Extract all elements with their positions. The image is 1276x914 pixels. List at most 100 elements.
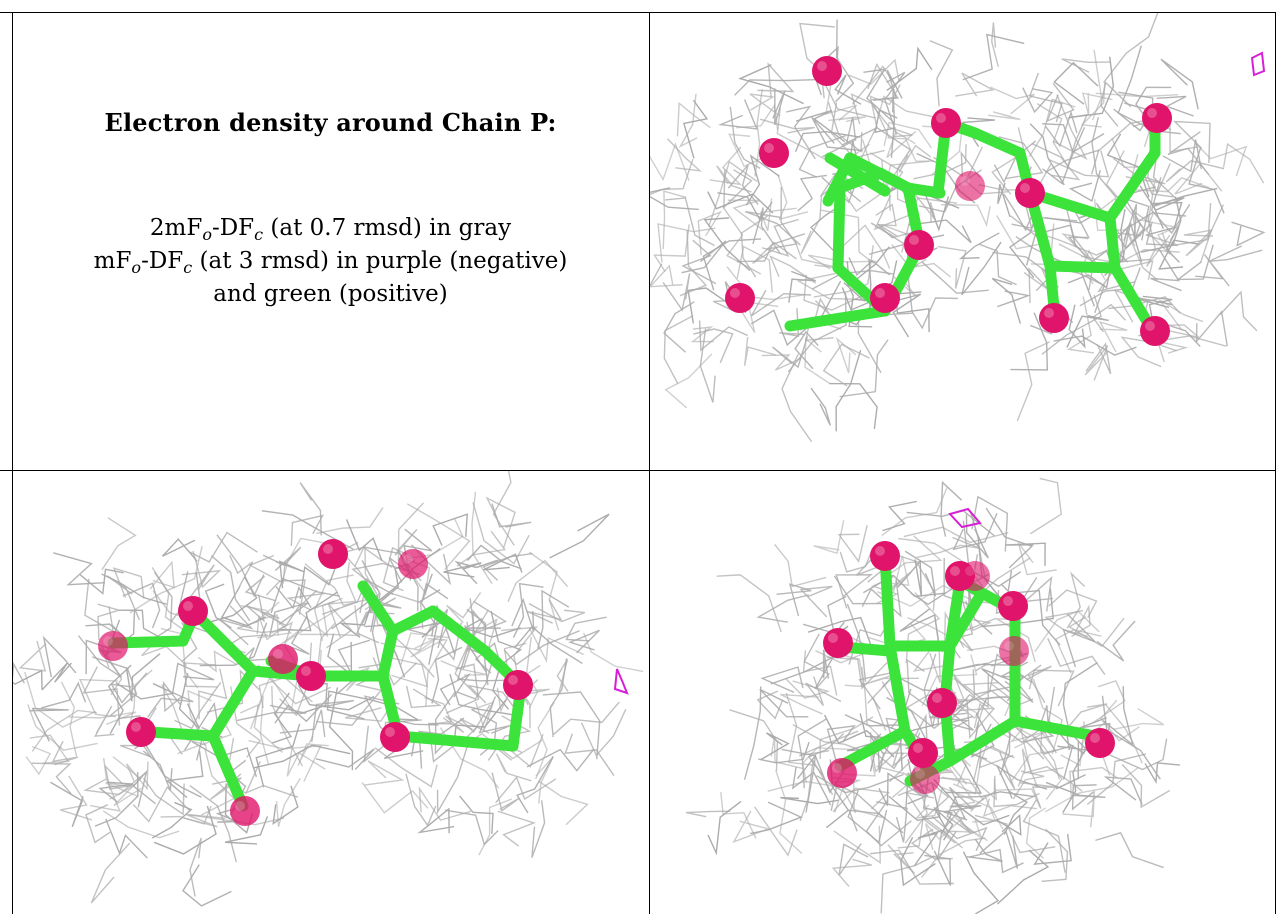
mesh-segment bbox=[219, 605, 254, 646]
oxygen-atom bbox=[230, 796, 260, 826]
oxygen-atom bbox=[870, 283, 900, 313]
caption-cell: Electron density around Chain P: 2mFo-DF… bbox=[12, 12, 649, 470]
mesh-segment bbox=[884, 71, 906, 135]
mesh-segment bbox=[962, 851, 1000, 914]
mesh-segment bbox=[835, 224, 891, 269]
mesh-segment bbox=[766, 186, 798, 250]
mesh-segment bbox=[693, 328, 734, 364]
atom-highlight bbox=[385, 727, 395, 737]
oxygen-atoms bbox=[823, 541, 1115, 794]
bond-sticks bbox=[784, 107, 1161, 341]
mesh-segment bbox=[1069, 766, 1119, 800]
mesh-segment bbox=[681, 240, 727, 274]
mesh-segment bbox=[249, 695, 270, 765]
mesh-segment bbox=[798, 135, 846, 178]
mesh-segment bbox=[279, 709, 326, 738]
oxygen-atom bbox=[1142, 103, 1172, 133]
mesh-segment bbox=[1096, 620, 1136, 662]
mesh-segment bbox=[839, 548, 874, 573]
mesh-segment bbox=[549, 513, 610, 559]
mesh-segment bbox=[1041, 828, 1069, 883]
mesh-segment bbox=[105, 818, 148, 859]
mesh-segment bbox=[776, 583, 812, 617]
mesh-segment bbox=[1121, 212, 1187, 263]
mesh-segment bbox=[718, 99, 758, 130]
mesh-segment bbox=[327, 633, 353, 677]
mesh-segment bbox=[744, 210, 801, 246]
mesh-segment bbox=[1150, 335, 1227, 352]
center-divider bbox=[649, 12, 650, 914]
mesh-segment bbox=[1071, 784, 1097, 811]
mesh-segment bbox=[891, 244, 952, 278]
oxygen-atom bbox=[98, 631, 128, 661]
mesh-segment bbox=[275, 585, 312, 610]
mesh-segment bbox=[887, 844, 915, 874]
mesh-segment bbox=[1071, 604, 1091, 638]
mesh-segment bbox=[1055, 741, 1086, 790]
mesh-segment bbox=[958, 232, 1000, 260]
mesh-segment bbox=[962, 33, 1025, 81]
mesh-segment bbox=[29, 707, 69, 742]
mesh-segment bbox=[1113, 707, 1165, 730]
line1-prefix: 2mF bbox=[149, 215, 203, 241]
mesh-segment bbox=[1085, 342, 1112, 375]
mesh-segment bbox=[861, 666, 881, 738]
mesh-segment bbox=[220, 585, 267, 627]
mesh-segment bbox=[418, 785, 472, 821]
atom-highlight bbox=[235, 801, 245, 811]
middle-divider bbox=[0, 470, 1276, 471]
mesh-segment bbox=[79, 568, 124, 595]
mesh-segment bbox=[361, 782, 429, 814]
mesh-segment bbox=[85, 804, 111, 844]
mesh-segment bbox=[826, 725, 856, 764]
atom-highlight bbox=[103, 636, 113, 646]
mesh-segment bbox=[354, 544, 378, 595]
mesh-segment bbox=[1017, 748, 1038, 787]
oxygen-atom bbox=[812, 56, 842, 86]
mesh-segment bbox=[756, 594, 810, 623]
mesh-segment bbox=[834, 19, 855, 103]
mesh-segment bbox=[991, 127, 1026, 195]
mesh-segment bbox=[104, 764, 136, 791]
mesh-segment bbox=[102, 810, 180, 839]
mesh-segment bbox=[780, 693, 823, 715]
mesh-segment bbox=[851, 65, 897, 105]
mesh-segment bbox=[13, 661, 26, 684]
mesh-segment bbox=[483, 553, 523, 573]
mesh-segment bbox=[650, 263, 663, 287]
mesh-segment bbox=[863, 574, 947, 598]
mesh-segment bbox=[835, 349, 862, 432]
mesh-segment bbox=[971, 495, 1009, 552]
mesh-segment bbox=[803, 274, 867, 311]
bond bbox=[207, 665, 259, 742]
mesh-segment bbox=[681, 239, 717, 285]
mesh-segment bbox=[297, 684, 375, 711]
atom-highlight bbox=[323, 544, 333, 554]
mesh-segment bbox=[564, 733, 615, 776]
mesh-segment bbox=[78, 678, 118, 718]
mesh-segment bbox=[1023, 765, 1083, 792]
mesh-segment bbox=[1044, 110, 1078, 148]
mesh-segment bbox=[833, 575, 889, 605]
mesh-segment bbox=[797, 174, 827, 212]
mesh-segment bbox=[1116, 186, 1156, 241]
mesh-segment bbox=[829, 382, 878, 430]
mesh-segment bbox=[256, 673, 299, 712]
mesh-segment bbox=[833, 825, 881, 864]
mesh-segment bbox=[53, 552, 105, 586]
oxygen-atoms bbox=[725, 56, 1172, 346]
mesh-segment bbox=[224, 816, 269, 845]
mesh-segment bbox=[650, 264, 683, 288]
oxygen-atom bbox=[318, 539, 348, 569]
mesh-segment bbox=[311, 699, 355, 742]
mesh-segment bbox=[876, 223, 910, 239]
atom-highlight bbox=[915, 769, 925, 779]
mesh-segment bbox=[880, 855, 935, 914]
mesh-segment bbox=[101, 573, 167, 605]
mesh-segment bbox=[471, 701, 495, 733]
mesh-segment bbox=[406, 503, 471, 570]
mesh-segment bbox=[933, 778, 1010, 826]
mesh-segment bbox=[495, 775, 557, 804]
atom-highlight bbox=[301, 666, 311, 676]
mesh-segment bbox=[1231, 221, 1266, 247]
